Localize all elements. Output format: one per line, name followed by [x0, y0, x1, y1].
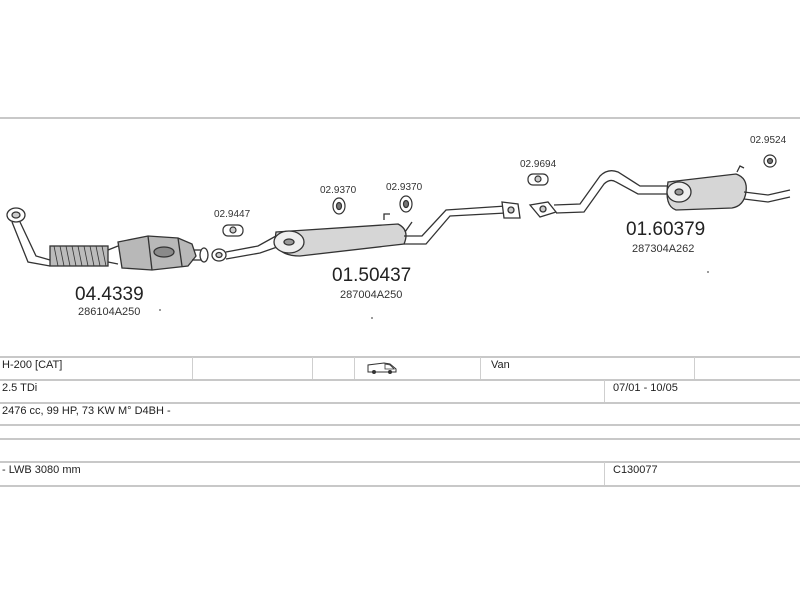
middle-silencer-body [273, 223, 407, 257]
table-divider [312, 357, 313, 379]
table-line [0, 461, 800, 463]
clamp-label-02-9524: 02.9524 [750, 135, 787, 146]
rubber-hanger-02-9370-a [332, 197, 346, 215]
wheelbase-cell: - LWB 3080 mm [2, 464, 81, 476]
front-pipe-outlet-flange [199, 247, 209, 263]
dot-marker [159, 309, 161, 311]
clamp-label-02-9447: 02.9447 [214, 209, 251, 220]
table-line [0, 356, 800, 358]
clamp-label-02-9370-a: 02.9370 [320, 185, 357, 196]
clamp-label-02-9370-b: 02.9370 [386, 182, 423, 193]
body-type-cell: Van [491, 359, 510, 371]
dot-marker [707, 271, 709, 273]
rear-inlet-flange [528, 201, 558, 218]
oe-number-front-pipe: 286104A250 [78, 306, 140, 318]
table-line [0, 438, 800, 440]
rear-silencer-body [666, 173, 747, 211]
dot-marker [371, 317, 373, 319]
engine-details-cell: 2476 cc, 99 HP, 73 KW M° D4BH - [2, 405, 171, 417]
table-divider [480, 357, 481, 379]
part-number-middle-silencer: 01.50437 [332, 265, 411, 286]
table-divider [604, 380, 605, 402]
front-pipe-assembly [6, 207, 209, 271]
flex-pipe [49, 245, 109, 267]
catalytic-converter [117, 235, 197, 271]
table-line [0, 424, 800, 426]
table-divider [354, 357, 355, 379]
clamp-label-02-9694: 02.9694 [520, 159, 557, 170]
date-range-cell: 07/01 - 10/05 [613, 382, 678, 394]
rubber-hanger-02-9370-b [399, 195, 413, 213]
table-line [0, 402, 800, 404]
middle-inlet-flange [211, 248, 227, 262]
table-line [0, 485, 800, 487]
oe-number-rear-silencer: 287304A262 [632, 243, 694, 255]
table-line [0, 379, 800, 381]
table-divider [694, 357, 695, 379]
gasket-02-9447 [222, 224, 244, 237]
rear-silencer-assembly [528, 165, 791, 218]
part-number-rear-silencer: 01.60379 [626, 219, 705, 240]
front-pipe-flange [6, 207, 26, 223]
engine-cell: 2.5 TDi [2, 382, 38, 394]
catalog-code-cell: C130077 [613, 464, 658, 476]
gasket-02-9694 [527, 173, 549, 186]
oe-number-middle-silencer: 287004A250 [340, 289, 402, 301]
middle-silencer-assembly [211, 201, 521, 262]
rubber-hanger-02-9524 [763, 154, 777, 168]
table-divider [192, 357, 193, 379]
table-divider [604, 462, 605, 485]
van-icon [366, 361, 398, 378]
part-number-front-pipe: 04.4339 [75, 284, 144, 305]
model-cell: H-200 [CAT] [2, 359, 63, 371]
middle-outlet-flange [501, 201, 521, 219]
